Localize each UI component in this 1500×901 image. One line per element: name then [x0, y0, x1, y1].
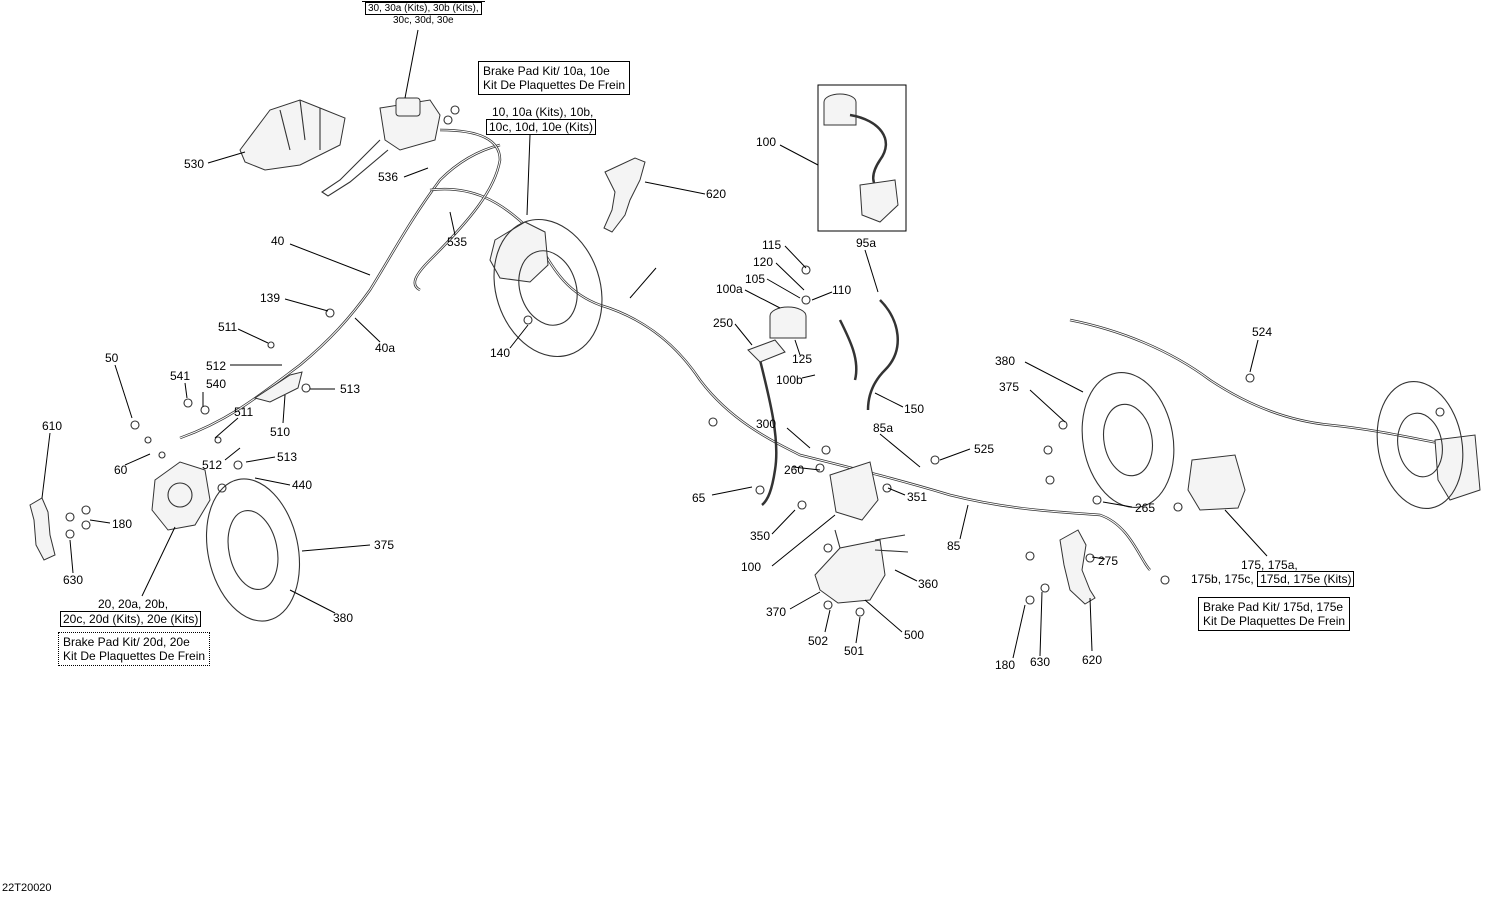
callout-100: 100	[756, 135, 776, 149]
callout-525: 525	[974, 442, 994, 456]
callout-500: 500	[904, 628, 924, 642]
callout-360: 360	[918, 577, 938, 591]
callout-300: 300	[756, 417, 776, 431]
callout-120: 120	[753, 255, 773, 269]
callout-535: 535	[447, 235, 467, 249]
diagram-id: 22T20020	[2, 882, 52, 894]
callout-536: 536	[378, 170, 398, 184]
callout-139: 139	[260, 291, 280, 305]
callout-60: 60	[114, 463, 128, 477]
callout-380: 380	[333, 611, 353, 625]
callout-610: 610	[42, 419, 62, 433]
callout-540: 540	[206, 377, 226, 391]
callout-260: 260	[784, 463, 804, 477]
callout-440: 440	[292, 478, 312, 492]
callout-50: 50	[105, 351, 119, 365]
caliper-front-kit-label: 10, 10a (Kits), 10b, 10c, 10d, 10e (Kits…	[486, 105, 597, 135]
callout-100-center: 100	[741, 560, 761, 574]
callout-512b: 512	[202, 458, 222, 472]
callout-510: 510	[270, 425, 290, 439]
callout-513b: 513	[277, 450, 297, 464]
callout-140: 140	[490, 346, 510, 360]
callout-630: 630	[63, 573, 83, 587]
callout-524: 524	[1252, 325, 1272, 339]
callout-250: 250	[713, 316, 733, 330]
brake-pad-kit-right-label: Brake Pad Kit/ 175d, 175e Kit De Plaquet…	[1198, 597, 1351, 631]
callout-541: 541	[170, 369, 190, 383]
callout-630-right: 630	[1030, 655, 1050, 669]
callout-180-right: 180	[995, 658, 1015, 672]
callout-380-right: 380	[995, 354, 1015, 368]
leader-lines	[41, 29, 1268, 659]
callout-100b: 100b	[776, 373, 803, 387]
callout-511b: 511	[234, 405, 253, 419]
callout-501: 501	[844, 644, 864, 658]
callout-620-right: 620	[1082, 653, 1102, 667]
brake-pad-kit-front-label: Brake Pad Kit/ 10a, 10e Kit De Plaquette…	[478, 61, 631, 95]
callout-40: 40	[271, 234, 285, 248]
callout-502: 502	[808, 634, 828, 648]
caliper-right-kit-label: 175, 175a, 175b, 175c, 175d, 175e (Kits)	[1191, 558, 1355, 587]
callout-275: 275	[1098, 554, 1118, 568]
callout-513: 513	[340, 382, 360, 396]
callout-265: 265	[1135, 501, 1155, 515]
callout-95a: 95a	[856, 236, 876, 250]
callout-85a: 85a	[873, 421, 893, 435]
callout-115: 115	[762, 238, 781, 252]
callout-350: 350	[750, 529, 770, 543]
callout-150: 150	[904, 402, 924, 416]
brake-disc-right-front	[1081, 372, 1175, 508]
callout-375-right: 375	[999, 380, 1019, 394]
callout-65: 65	[692, 491, 706, 505]
caliper-left-kit-label: 20, 20a, 20b, 20c, 20d (Kits), 20e (Kits…	[60, 597, 202, 627]
brake-disc-left	[205, 478, 301, 622]
callout-530: 530	[184, 157, 204, 171]
master-cylinder-kit-label: 30, 30a (Kits), 30b (Kits), 30c, 30d, 30…	[362, 1, 485, 26]
callout-105: 105	[745, 272, 765, 286]
part-drawings	[29, 84, 1481, 622]
callout-125: 125	[792, 352, 812, 366]
callout-100a: 100a	[716, 282, 743, 296]
callout-370: 370	[766, 605, 786, 619]
brake-disc-front	[493, 218, 603, 358]
callout-512: 512	[206, 359, 226, 373]
brake-disc-right-rear	[1376, 381, 1464, 509]
callout-labels: 530 536 535 40 139 511 512 541 540 50 60…	[42, 135, 1272, 672]
callout-511: 511	[218, 320, 237, 334]
callout-85: 85	[947, 539, 961, 553]
callout-620: 620	[706, 187, 726, 201]
callout-180: 180	[112, 517, 132, 531]
callout-40a: 40a	[375, 341, 395, 355]
callout-351: 351	[907, 490, 927, 504]
callout-375: 375	[374, 538, 394, 552]
brake-pad-kit-left-label: Brake Pad Kit/ 20d, 20e Kit De Plaquette…	[58, 632, 211, 666]
callout-110: 110	[832, 283, 851, 297]
